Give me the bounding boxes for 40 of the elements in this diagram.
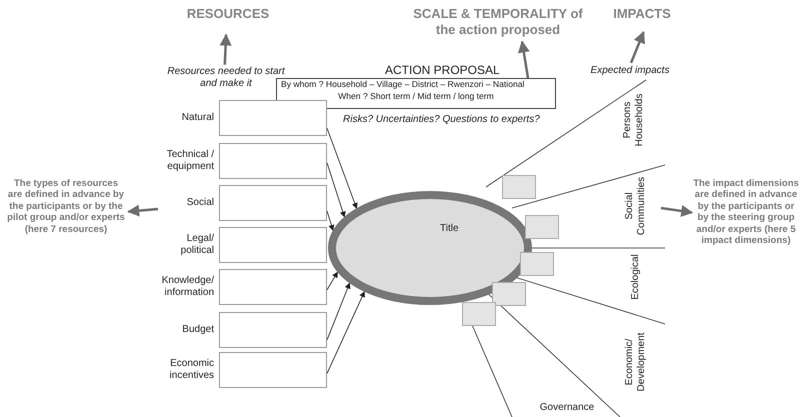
dimension-label: Persons Households bbox=[622, 92, 645, 148]
box-text: By whom ? Household – Village – District – Rwenzori – National bbox=[280, 79, 526, 91]
arrow bbox=[518, 40, 530, 78]
resource-label: Social bbox=[186, 197, 214, 209]
action-ellipse bbox=[328, 191, 532, 305]
arrow bbox=[326, 272, 338, 290]
impact-box bbox=[502, 175, 536, 199]
explanation-text: The types of resources are defined in advance by the participants or by the pilot group and/or experts (here 7 resources) bbox=[6, 178, 126, 235]
arrow bbox=[326, 162, 346, 218]
heading: RESOURCES bbox=[186, 6, 270, 22]
resource-label: Legal/ political bbox=[180, 233, 214, 257]
box-text: When ? Short term / Mid term / long term bbox=[337, 90, 495, 102]
question-text: Risks? Uncertainties? Questions to experts? bbox=[343, 114, 541, 126]
heading: IMPACTS bbox=[612, 6, 672, 22]
dimension-label: Social Communities bbox=[624, 176, 647, 238]
resource-label: Natural bbox=[180, 112, 214, 124]
ellipse-title: Title bbox=[440, 223, 459, 234]
resource-label: Knowledge/ information bbox=[160, 275, 214, 299]
arrow bbox=[326, 210, 334, 231]
resource-label: Budget bbox=[181, 324, 214, 336]
arrow bbox=[326, 128, 358, 209]
dimension-label: Ecological bbox=[630, 253, 642, 302]
resource-label: Economic incentives bbox=[168, 358, 214, 382]
impact-box bbox=[520, 252, 554, 276]
arrow bbox=[326, 291, 365, 374]
impact-box bbox=[492, 282, 526, 306]
impact-box bbox=[462, 302, 496, 326]
heading: SCALE & TEMPORALITY of the action proposed bbox=[412, 6, 584, 38]
arrow bbox=[660, 205, 694, 217]
arrow bbox=[630, 31, 646, 64]
box-heading: ACTION PROPOSAL bbox=[385, 63, 500, 77]
impact-box bbox=[525, 215, 559, 239]
dimension-label: Economic/ Development bbox=[624, 332, 647, 394]
arrow bbox=[326, 282, 350, 340]
resource-label: Technical / equipment bbox=[166, 149, 214, 173]
dimension-label: Governance bbox=[538, 402, 596, 414]
explanation-text: The impact dimensions are defined in advance by the participants or by the steering group and/or experts (here 5 impact dimensions) bbox=[692, 178, 800, 246]
arrow bbox=[127, 204, 158, 217]
arrow bbox=[220, 34, 232, 65]
note-text: Expected impacts bbox=[590, 65, 670, 77]
